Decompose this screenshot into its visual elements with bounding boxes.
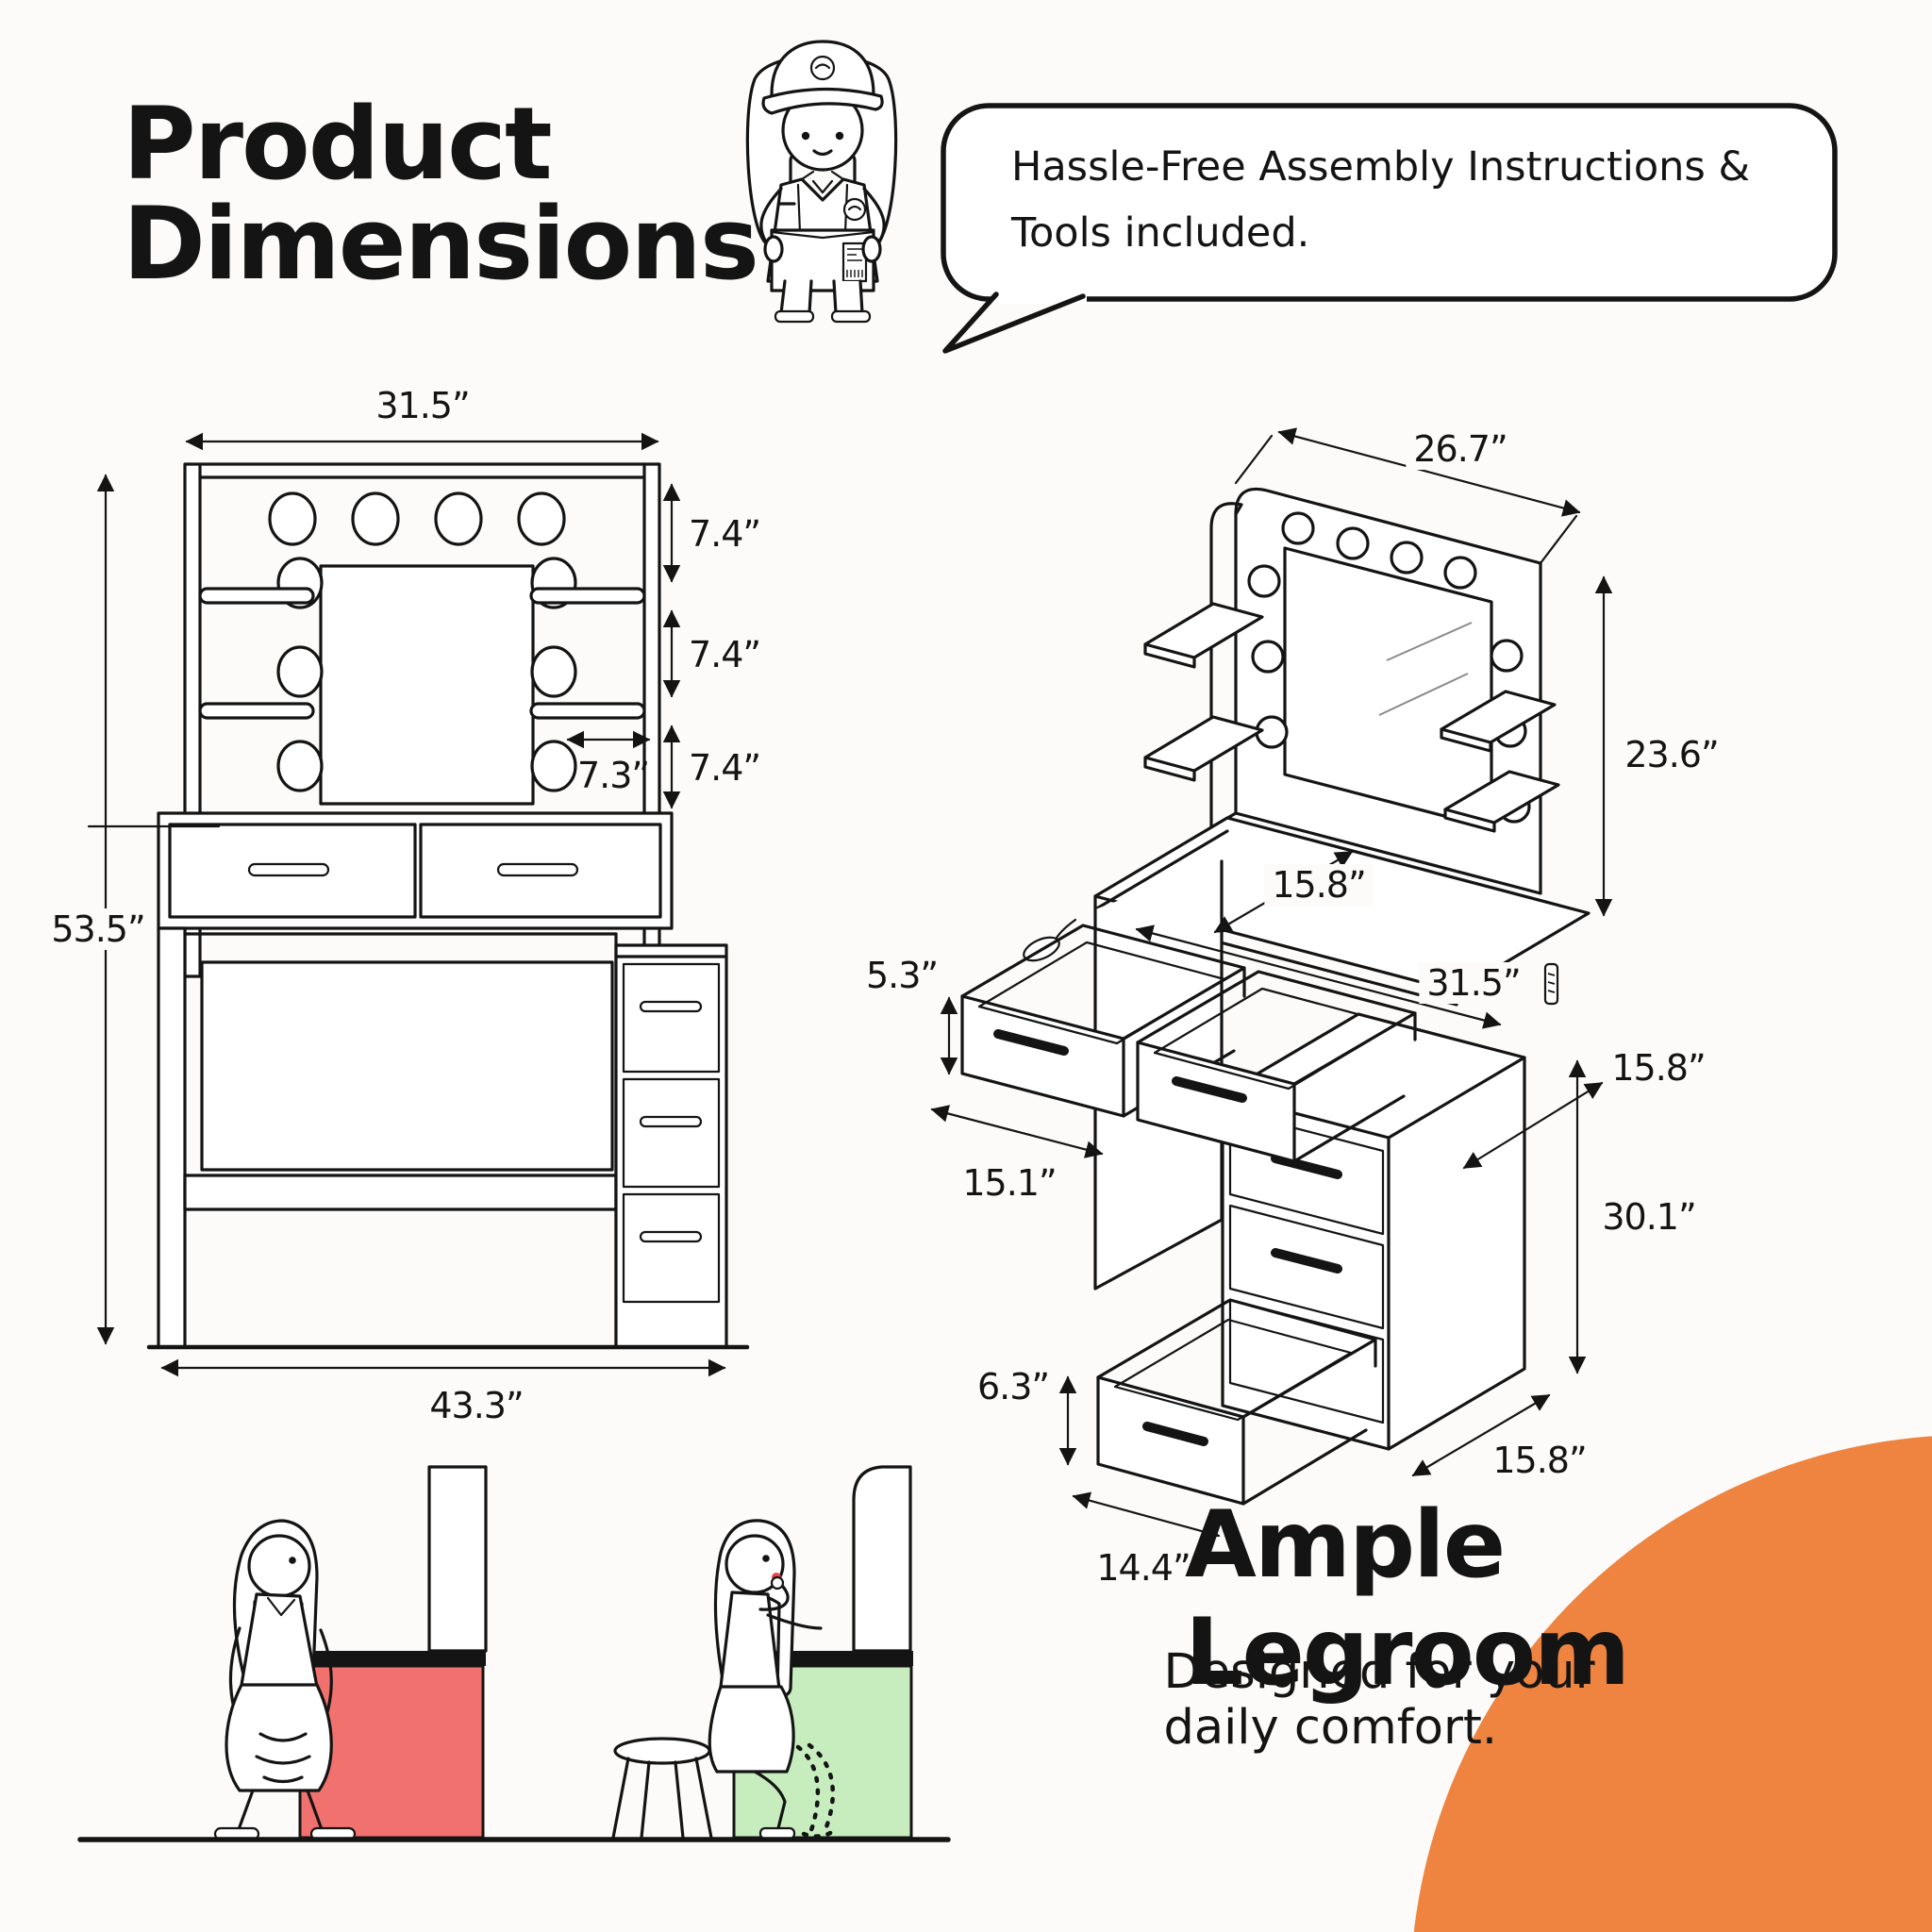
dim-front-gap-2: 7.4” [688, 634, 761, 675]
dim-iso-desktop-width: 31.5” [1419, 962, 1528, 1004]
page-title: Product Dimensions [123, 86, 759, 302]
dim-iso-drawer-height: 5.3” [865, 955, 939, 996]
front-view-drawing [87, 432, 750, 1377]
speech-bubble-shape [941, 103, 1838, 354]
dim-iso-hutch-height: 23.6” [1624, 734, 1719, 775]
page-title-line2: Dimensions [123, 186, 759, 302]
legroom-comparison-illustration [77, 1465, 951, 1842]
dim-front-total-height: 53.5” [43, 908, 153, 950]
dim-iso-bottom-drawer-height: 6.3” [976, 1366, 1050, 1407]
isometric-view-drawing [930, 427, 1613, 1541]
dim-iso-bottom-drawer-width: 14.4” [1096, 1547, 1191, 1589]
delivery-person-illustration [745, 40, 898, 324]
dim-front-gap-3: 7.4” [688, 747, 761, 789]
page-title-line1: Product [123, 86, 553, 202]
dim-iso-cabinet-depth: 15.8” [1492, 1440, 1587, 1481]
dim-front-top-width: 31.5” [375, 385, 470, 426]
dim-front-shelf-width: 7.3” [576, 755, 650, 796]
dim-iso-drawer-width: 15.1” [962, 1162, 1057, 1204]
legroom-subheading: Designed for your daily comfort. [1163, 1644, 1595, 1756]
legroom-heading: Ample Legroom [1185, 1491, 1630, 1707]
dim-iso-desktop-depth: 15.8” [1264, 864, 1374, 906]
dim-front-gap-1: 7.4” [688, 513, 761, 555]
dim-iso-cabinet-height: 30.1” [1602, 1196, 1696, 1238]
assembly-note-line1: Hassle-Free Assembly Instructions & [1011, 143, 1750, 191]
assembly-note-line2: Tools included. [1011, 209, 1310, 257]
dim-iso-hutch-width: 26.7” [1406, 428, 1515, 470]
dim-iso-side-top-depth: 15.8” [1611, 1047, 1706, 1089]
dim-front-total-width: 43.3” [429, 1385, 524, 1426]
accent-circle [1413, 1436, 1932, 1932]
